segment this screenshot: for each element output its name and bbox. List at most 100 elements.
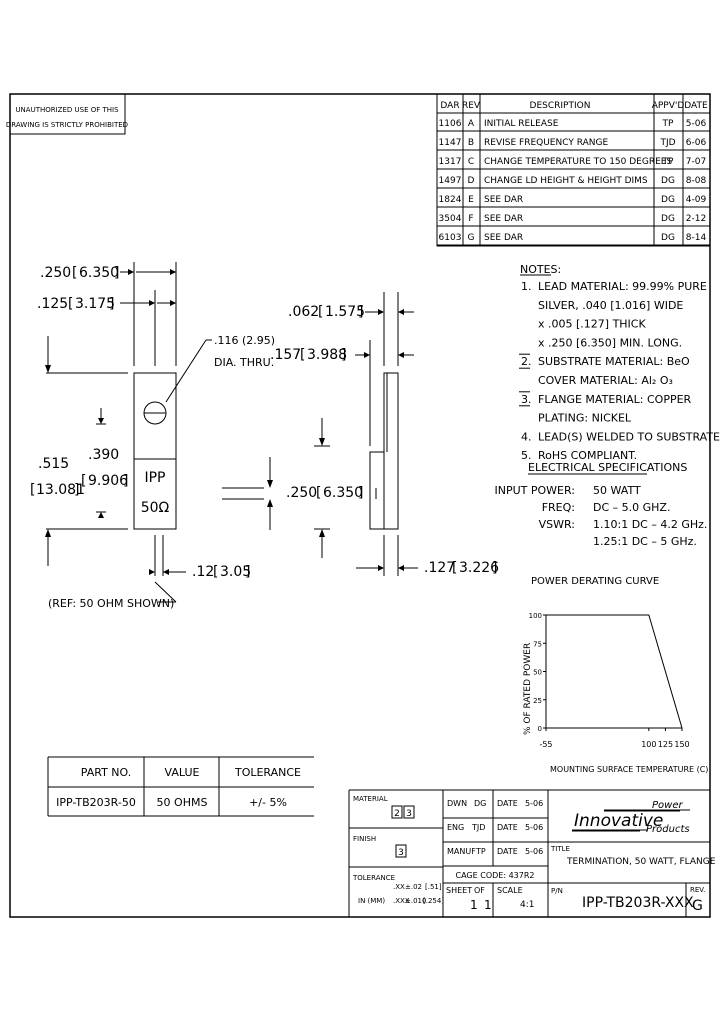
- flange-side: [369, 451, 385, 530]
- svg-text:[: [: [213, 564, 218, 580]
- chart-ylabel: % OF RATED POWER: [523, 643, 533, 735]
- note-text: LEAD MATERIAL: 99.99% PURE: [538, 280, 707, 293]
- company-main: Innovative: [574, 811, 663, 831]
- date-2: 5-06: [525, 823, 543, 832]
- dim-12: .12: [192, 564, 214, 580]
- rev-cell-approved: DG: [661, 233, 675, 243]
- finish-label: FINISH: [353, 835, 376, 843]
- electrical-specs: ELECTRICAL SPECIFICATIONS INPUT POWER: 50…: [494, 461, 707, 548]
- note-text: RoHS COMPLIANT.: [538, 449, 637, 462]
- dim-250: .250: [40, 265, 71, 281]
- dim-lead-250-mm: 6.350: [323, 485, 363, 501]
- svg-text:[: [: [30, 482, 35, 498]
- notes: NOTES: 1.LEAD MATERIAL: 99.99% PURESILVE…: [519, 263, 720, 462]
- svg-text:[: [: [81, 473, 86, 489]
- rev-cell-rev: A: [468, 119, 475, 129]
- notes-title: NOTES:: [520, 263, 561, 276]
- chart-title: POWER DERATING CURVE: [531, 576, 659, 587]
- dim-lead-250: .250: [286, 485, 317, 501]
- rev-cell-date: 8-14: [686, 233, 707, 243]
- sheet-border: [9, 93, 711, 918]
- elec-value: 50 WATT: [593, 484, 641, 497]
- date-label-1: DATE: [497, 799, 518, 808]
- dwn-value: DG: [474, 799, 486, 808]
- dim-390: .390: [88, 447, 119, 463]
- rev-cell-dar: 1106: [439, 119, 462, 129]
- chart-x-tick-label: 150: [674, 740, 689, 749]
- svg-text:]: ]: [341, 347, 346, 363]
- company-logo: Innovative Power Products: [572, 800, 690, 835]
- rev-cell-rev: F: [468, 214, 473, 224]
- svg-text:]: ]: [358, 304, 363, 320]
- warning-line2: DRAWING IS STRICTLY PROHIBITED: [6, 121, 128, 129]
- note-text: COVER MATERIAL: Al₂ O₃: [538, 374, 673, 387]
- rev-header-description: DESCRIPTION: [530, 101, 591, 111]
- hole-leader: [165, 339, 207, 403]
- sheet-value: 1: [470, 898, 478, 912]
- rev-cell-rev: C: [468, 157, 474, 167]
- pn-value: IPP-TB203R-XXX: [582, 895, 694, 911]
- elec-label: INPUT POWER:: [494, 484, 575, 497]
- note-number: 3.: [521, 393, 532, 406]
- svg-text:]: ]: [114, 265, 119, 281]
- rev-cell-date: 4-09: [686, 195, 707, 205]
- svg-text:[: [: [300, 347, 305, 363]
- rev-header-date: DATE: [684, 101, 708, 111]
- eng-label: ENG: [447, 823, 464, 832]
- date-label-2: DATE: [497, 823, 518, 832]
- of-label: OF: [474, 886, 485, 895]
- parts-table: PART NO. VALUE TOLERANCE IPP-TB203R-50 5…: [47, 756, 314, 817]
- dwn-label: DWN: [447, 799, 467, 808]
- dim-062-mm: 1.575: [325, 304, 365, 320]
- rev-cell-date: 5-06: [686, 119, 707, 129]
- svg-text:[: [: [318, 304, 323, 320]
- derating-chart: POWER DERATING CURVE MOUNTING SURFACE TE…: [523, 576, 708, 774]
- chart-y-tick-label: 75: [533, 640, 542, 648]
- chart-x-tick-label: 100: [641, 740, 656, 749]
- dim-515-mm: 13.081: [36, 482, 85, 498]
- note-text: LEAD(S) WELDED TO SUBSTRATE.: [538, 430, 720, 443]
- hole-callout-2: DIA. THRU.: [214, 356, 274, 369]
- dim-157: .157: [270, 347, 301, 363]
- dim-515: .515: [38, 456, 69, 472]
- rev-cell-description: REVISE FREQUENCY RANGE: [484, 138, 608, 148]
- date-3: 5-06: [525, 847, 543, 856]
- rev-cell-approved: TJD: [659, 138, 675, 148]
- note-text: FLANGE MATERIAL: COPPER: [538, 393, 692, 406]
- svg-text:]: ]: [492, 560, 497, 576]
- chart-y-tick-label: 50: [533, 669, 542, 677]
- elec-value: 1.25:1 DC – 5 GHz.: [593, 535, 697, 548]
- rev-cell-date: 2-12: [686, 214, 706, 224]
- dim-125: .125: [37, 296, 68, 312]
- tol-xxx-mm: [.254]: [423, 897, 444, 905]
- pn-label: P/N: [551, 887, 563, 895]
- svg-text:]: ]: [358, 485, 363, 501]
- rev-value: G: [692, 898, 703, 914]
- svg-text:[: [: [68, 296, 73, 312]
- date-label-3: DATE: [497, 847, 518, 856]
- cage-code: CAGE CODE: 437R2: [456, 871, 535, 880]
- title-label: TITLE: [550, 845, 570, 853]
- electrical-title: ELECTRICAL SPECIFICATIONS: [528, 461, 687, 474]
- svg-text:]: ]: [123, 473, 128, 489]
- note-text: x .005 [.127] THICK: [538, 318, 646, 331]
- parts-cell-partno: IPP-TB203R-50: [56, 796, 136, 809]
- warning-box: UNAUTHORIZED USE OF THIS DRAWING IS STRI…: [6, 93, 128, 135]
- dim-250-bracket: [: [72, 265, 77, 281]
- material-ref-3: 3: [406, 809, 412, 819]
- elec-label: FREQ:: [542, 501, 575, 514]
- dim-125-mm: 3.175: [75, 296, 115, 312]
- rev-cell-approved: DG: [661, 214, 675, 224]
- rev-cell-dar: 3504: [439, 214, 462, 224]
- rev-cell-dar: 1147: [439, 138, 462, 148]
- dim-127-mm: 3.226: [459, 560, 499, 576]
- rev-cell-rev: E: [468, 195, 474, 205]
- substrate-side: [383, 372, 399, 530]
- parts-header-partno: PART NO.: [81, 766, 131, 779]
- material-ref-2: 2: [394, 809, 400, 819]
- rev-cell-description: SEE DAR: [484, 195, 523, 205]
- warning-line1: UNAUTHORIZED USE OF THIS: [15, 106, 119, 114]
- ref-note: (REF: 50 OHM SHOWN): [48, 597, 174, 610]
- svg-text:]: ]: [245, 564, 250, 580]
